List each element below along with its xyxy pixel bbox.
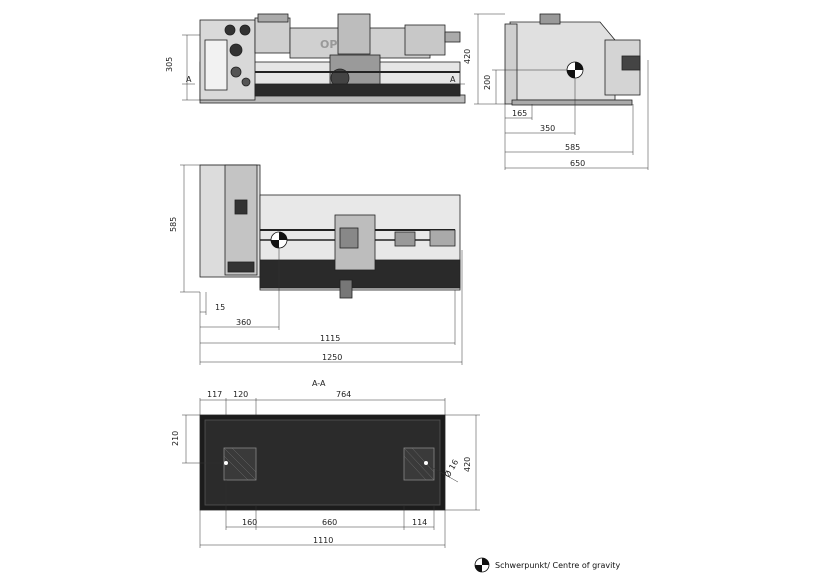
side-view-dimensions: 420 200 165 350 585 650 — [463, 13, 649, 170]
section-dim-660: 660 — [322, 518, 337, 527]
centre-of-gravity-icon — [474, 557, 490, 573]
top-centre-of-gravity — [270, 231, 288, 249]
side-dim-165: 165 — [512, 109, 527, 118]
section-dim-210: 210 — [171, 431, 180, 446]
front-height-label: 305 — [165, 57, 174, 72]
top-depth-label: 585 — [169, 217, 178, 232]
section-marker-left: A — [186, 75, 192, 84]
section-dim-120: 120 — [233, 390, 248, 399]
top-dim-1115: 1115 — [320, 334, 340, 343]
section-dim-117: 117 — [207, 390, 222, 399]
top-dim-15: 15 — [215, 303, 225, 312]
side-dim-585: 585 — [565, 143, 580, 152]
section-dim-1110: 1110 — [313, 536, 333, 545]
side-height-center: 200 — [483, 75, 492, 90]
section-dim-114: 114 — [412, 518, 427, 527]
side-centre-of-gravity — [566, 61, 584, 79]
section-dim-160: 160 — [242, 518, 257, 527]
side-view — [504, 13, 641, 106]
section-marker-right: A — [450, 75, 456, 84]
section-dim-420: 420 — [463, 457, 472, 472]
section-view — [199, 414, 446, 511]
front-view-dimensions: 305 A A — [165, 34, 465, 101]
top-view — [199, 164, 461, 299]
section-title: A-A — [312, 379, 326, 388]
legend: Schwerpunkt/ Centre of gravity — [474, 557, 620, 573]
side-dim-650: 650 — [570, 159, 585, 168]
front-view: OPT — [199, 13, 466, 104]
top-dim-1250: 1250 — [322, 353, 342, 362]
top-view-dimensions: 585 15 360 1115 1250 — [169, 164, 463, 365]
section-view-dimensions: A-A 117 120 764 210 420 Ø 16 160 660 114… — [171, 379, 480, 548]
side-dim-350: 350 — [540, 124, 555, 133]
section-dim-764: 764 — [336, 390, 351, 399]
top-dim-360: 360 — [236, 318, 251, 327]
side-height-total: 420 — [463, 49, 472, 64]
legend-text: Schwerpunkt/ Centre of gravity — [495, 561, 620, 570]
